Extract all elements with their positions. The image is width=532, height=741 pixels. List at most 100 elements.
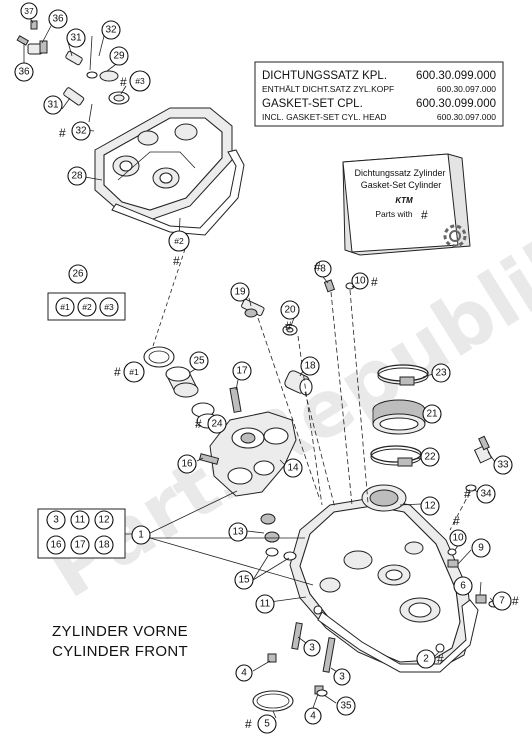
svg-text:18: 18 xyxy=(98,540,110,551)
callout-4: 4 xyxy=(304,707,322,725)
kit-26-item: #2 xyxy=(77,297,97,317)
gear-icon xyxy=(443,224,467,248)
gasket-line-4-code: 600.30.097.000 xyxy=(437,112,496,122)
svg-text:#2: #2 xyxy=(82,302,92,312)
plug-9-part xyxy=(447,559,459,568)
svg-text:14: 14 xyxy=(287,463,299,474)
svg-text:29: 29 xyxy=(113,51,125,62)
gasket-line-3-name: GASKET-SET CPL. xyxy=(262,98,363,110)
callout-6: 6 xyxy=(453,576,473,596)
hash-mark: # xyxy=(59,126,66,140)
callout-19: 19 xyxy=(230,282,250,302)
callout-2: 2 xyxy=(416,649,436,669)
kit-card-line-1: Dichtungssatz Zylinder xyxy=(354,168,445,178)
svg-text:32: 32 xyxy=(75,126,87,137)
svg-text:10: 10 xyxy=(452,533,464,544)
callout-31: 31 xyxy=(43,95,63,115)
svg-text:9: 9 xyxy=(478,543,484,554)
gasket-line-4-name: INCL. GASKET-SET CYL. HEAD xyxy=(262,112,387,122)
set-1-item: 11 xyxy=(70,510,90,530)
callout-8: 8 xyxy=(314,260,332,278)
svg-text:5: 5 xyxy=(264,719,270,730)
svg-text:#2: #2 xyxy=(174,236,184,246)
bolt-37-part xyxy=(30,20,38,30)
callout-25: 25 xyxy=(189,351,209,371)
washer-20-part xyxy=(282,324,298,336)
seal-ring-h3-part xyxy=(99,70,130,105)
set-1-item: 3 xyxy=(46,510,66,530)
svg-text:18: 18 xyxy=(304,361,316,372)
hash-mark: # xyxy=(437,652,444,666)
svg-text:7: 7 xyxy=(499,596,505,607)
kit-card-brand: KTM xyxy=(395,196,413,205)
callout-10: 10 xyxy=(449,529,467,547)
callout-28: 28 xyxy=(67,166,87,186)
svg-text:3: 3 xyxy=(309,643,315,654)
callout-36: 36 xyxy=(48,9,68,29)
svg-text:1: 1 xyxy=(138,530,144,541)
svg-text:31: 31 xyxy=(47,100,59,111)
callout-20: 20 xyxy=(280,300,300,320)
bolt-31-left-part xyxy=(63,87,85,106)
svg-text:#3: #3 xyxy=(104,302,114,312)
callout-32: 32 xyxy=(71,121,91,141)
bearing-18-part xyxy=(284,370,313,396)
callout-23: 23 xyxy=(431,363,451,383)
cam-bearing-25-part xyxy=(165,366,199,398)
callout-13: 13 xyxy=(228,522,248,542)
callout-31: 31 xyxy=(66,28,86,48)
svg-text:20: 20 xyxy=(284,305,296,316)
gasket-line-1-name: DICHTUNGSSATZ KPL. xyxy=(262,70,387,82)
callout-29: 29 xyxy=(109,46,129,66)
callout-4: 4 xyxy=(235,664,253,682)
clamp-22-part xyxy=(370,445,422,467)
hash-mark: # xyxy=(464,487,471,501)
washer-29-part xyxy=(86,71,98,79)
callout-3: 3 xyxy=(303,639,321,657)
hash-mark: # xyxy=(314,260,321,274)
callout-33: 33 xyxy=(493,455,513,475)
callout-37: 37 xyxy=(20,2,38,20)
svg-text:4: 4 xyxy=(241,668,247,679)
hash-mark: # xyxy=(285,319,292,333)
hash-mark: # xyxy=(173,254,180,268)
kit-card-line-2: Gasket-Set Cylinder xyxy=(361,180,442,190)
svg-text:#3: #3 xyxy=(135,76,145,86)
hash-marks: # # # # # # # # # # # # # xyxy=(59,75,519,731)
hash-mark: # xyxy=(120,75,127,89)
gasket-line-1-code: 600.30.099.000 xyxy=(416,70,496,82)
svg-text:#1: #1 xyxy=(60,302,70,312)
gasket-line-3-code: 600.30.099.000 xyxy=(416,98,496,110)
cylinder-caption: ZYLINDER VORNE CYLINDER FRONT xyxy=(20,622,220,662)
svg-text:25: 25 xyxy=(193,356,205,367)
callout-22: 22 xyxy=(420,447,440,467)
set-1-item: 16 xyxy=(46,535,66,555)
clamp-23-part xyxy=(377,364,429,386)
kit-26-item: #3 xyxy=(99,297,119,317)
svg-text:24: 24 xyxy=(211,419,223,430)
gasket-info-box: DICHTUNGSSATZ KPL. 600.30.099.000 ENTHÄL… xyxy=(254,61,504,127)
callout-7: 7 xyxy=(492,591,512,611)
svg-text:26: 26 xyxy=(72,269,84,280)
hash-mark: # xyxy=(245,717,252,731)
bolt-17-part xyxy=(229,386,242,413)
rocker-bracket-part xyxy=(209,411,297,497)
svg-text:12: 12 xyxy=(98,515,110,526)
callout-12: 12 xyxy=(420,496,440,516)
svg-text:22: 22 xyxy=(424,452,436,463)
kit-26-item: #1 xyxy=(55,297,75,317)
callout-3: 3 xyxy=(333,668,351,686)
callout-36: 36 xyxy=(14,62,34,82)
set-1-item: 18 xyxy=(94,535,114,555)
svg-text:16: 16 xyxy=(181,459,193,470)
kit-card-line-3: Parts with xyxy=(375,209,413,219)
callout-32: 32 xyxy=(101,20,121,40)
bolt-19-part xyxy=(241,298,265,318)
hash-mark: # xyxy=(453,514,460,528)
kit-card-hash: # xyxy=(421,208,428,222)
stud-bolt-3-right-part xyxy=(322,637,336,673)
svg-text:10: 10 xyxy=(354,276,366,287)
callout-5: 5 xyxy=(257,714,277,734)
callout-14: 14 xyxy=(283,458,303,478)
washer-10-lower-part xyxy=(447,548,457,556)
